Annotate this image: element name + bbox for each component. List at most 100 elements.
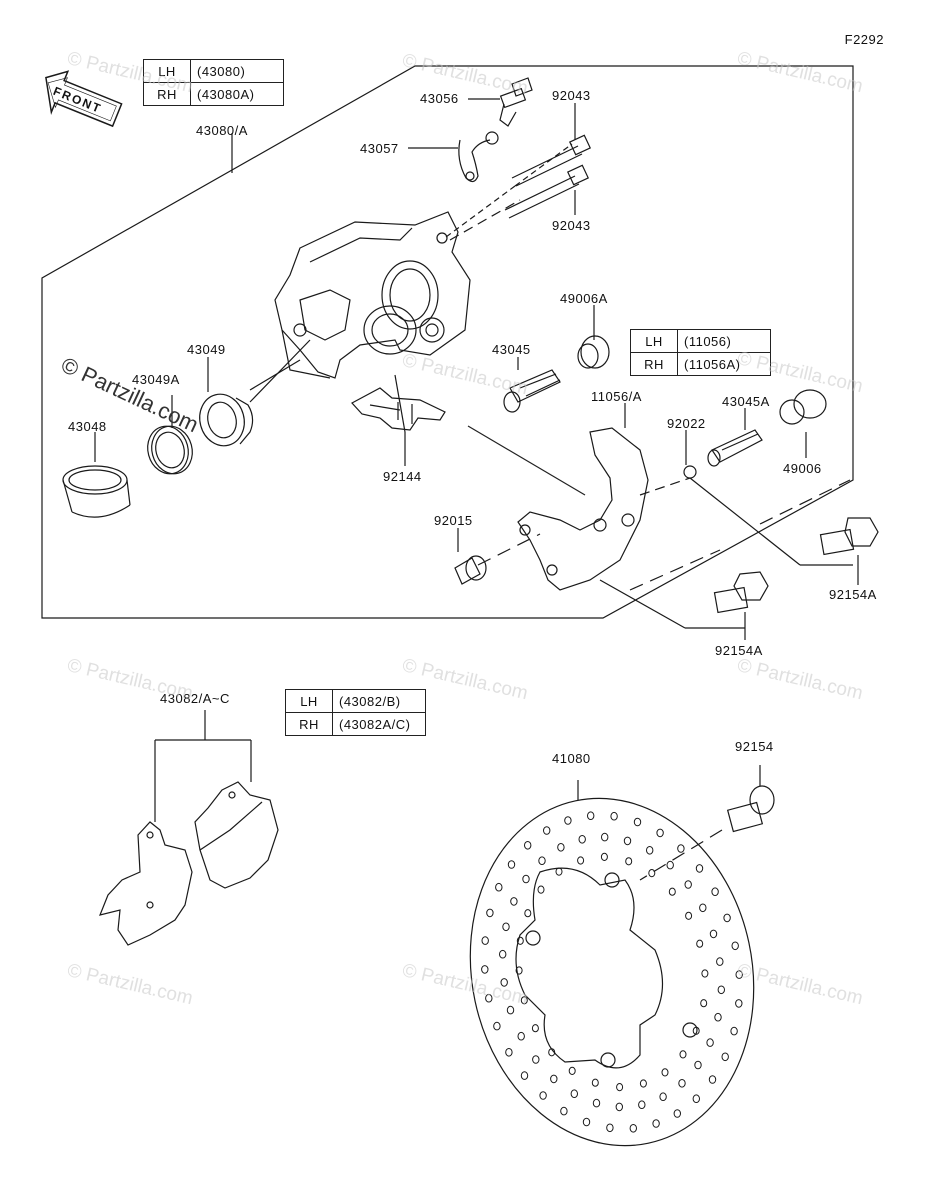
caliper-variant-table: LH(43080) RH(43080A): [143, 59, 284, 106]
disc-vent-hole: [656, 828, 664, 838]
disc-vent-hole: [493, 1021, 501, 1031]
disc-vent-hole: [592, 1098, 601, 1108]
dust-seal-43049a: [147, 425, 193, 475]
part-label-43057[interactable]: 43057: [360, 141, 399, 156]
front-arrow: [45, 70, 123, 128]
disc-vent-hole: [701, 969, 709, 978]
side-rh: RH: [143, 82, 191, 106]
boot-49006a: [577, 335, 610, 369]
disc-vent-hole: [524, 841, 532, 850]
disc-vent-hole: [481, 965, 489, 974]
disc-vent-hole: [505, 1048, 513, 1057]
disc-vent-hole: [499, 949, 507, 959]
disc-vent-hole: [591, 1078, 599, 1087]
brake-pad-rear: [194, 781, 279, 889]
part-label-43048[interactable]: 43048: [68, 419, 107, 434]
bolt-92154a-lower: [713, 571, 769, 614]
disc-vent-hole: [568, 1066, 576, 1076]
disc-vent-hole: [615, 1102, 623, 1112]
disc-vent-hole: [711, 887, 719, 897]
part-label-43045[interactable]: 43045: [492, 342, 531, 357]
part-lh: (43082/B): [332, 689, 426, 713]
disc-vent-hole: [633, 817, 642, 827]
disc-vent-hole: [577, 856, 585, 865]
part-lh: (43080): [190, 59, 284, 83]
disc-vent-hole: [717, 985, 725, 995]
disc-vent-hole: [678, 1079, 686, 1088]
piston-43048: [62, 465, 131, 518]
disc-vent-hole: [731, 941, 739, 951]
disc-vent-hole: [557, 843, 565, 852]
side-lh: LH: [143, 59, 191, 83]
part-label-92154[interactable]: 92154: [735, 739, 774, 754]
disc-vent-hole: [646, 846, 654, 855]
disc-vent-hole: [695, 864, 704, 873]
part-label-92154a-upper[interactable]: 92154A: [829, 587, 877, 602]
disc-vent-hole: [531, 1024, 539, 1033]
disc-vent-hole: [564, 816, 572, 825]
piston-seal-43049: [199, 393, 254, 447]
part-label-43056[interactable]: 43056: [420, 91, 459, 106]
disc-vent-hole: [723, 913, 731, 923]
part-label-43045a[interactable]: 43045A: [722, 394, 770, 409]
part-label-43080[interactable]: 43080/A: [196, 123, 248, 138]
disc-vent-hole: [600, 852, 608, 862]
caliper-pin-92043-top: [511, 134, 592, 187]
disc-vent-hole: [500, 978, 508, 987]
disc-vent-hole: [730, 1026, 738, 1036]
disc-vent-hole: [610, 811, 618, 821]
disc-vent-hole: [700, 999, 708, 1008]
disc-vent-hole: [659, 1092, 667, 1101]
part-label-92043-top[interactable]: 92043: [552, 88, 591, 103]
disc-vent-hole: [520, 1071, 529, 1080]
part-label-43049a[interactable]: 43049A: [132, 372, 180, 387]
disc-vent-hole: [706, 1038, 714, 1047]
disc-vent-hole: [677, 844, 685, 853]
disc-vent-hole: [516, 936, 524, 945]
disc-vent-hole: [668, 887, 676, 896]
side-rh: RH: [630, 352, 678, 376]
caliper-bracket-11056: [517, 427, 649, 591]
bleeder-cap-43057: [458, 131, 499, 183]
bolt-92154a-upper: [819, 517, 879, 556]
disc-vent-hole: [506, 1005, 515, 1015]
disc-vent-hole: [692, 1026, 700, 1035]
disc-vent-hole: [721, 1052, 729, 1062]
part-label-92144[interactable]: 92144: [383, 469, 422, 484]
part-label-41080[interactable]: 41080: [552, 751, 591, 766]
disc-vent-hole: [696, 939, 704, 948]
disc-vent-hole: [684, 880, 692, 889]
disc-vent-hole: [708, 1075, 717, 1084]
caliper-assembly-frame: [41, 65, 854, 619]
pad-variant-table: LH(43082/B) RH(43082A/C): [285, 689, 426, 736]
part-label-43049[interactable]: 43049: [187, 342, 226, 357]
part-label-11056[interactable]: 11056/A: [591, 389, 642, 404]
part-label-92043-bottom[interactable]: 92043: [552, 218, 591, 233]
disc-vent-hole: [507, 860, 516, 869]
part-lh: (11056): [677, 329, 771, 353]
disc-vent-hole: [652, 1119, 660, 1128]
part-label-43082[interactable]: 43082/A~C: [160, 691, 230, 706]
disc-vent-hole: [495, 882, 503, 892]
part-label-92022[interactable]: 92022: [667, 416, 706, 431]
part-label-92015[interactable]: 92015: [434, 513, 473, 528]
disc-vent-hole: [606, 1123, 614, 1133]
disc-vent-hole: [522, 874, 530, 884]
part-label-92154a-lower[interactable]: 92154A: [715, 643, 763, 658]
disc-vent-hole: [560, 1106, 568, 1116]
part-label-49006[interactable]: 49006: [783, 461, 822, 476]
part-label-49006a[interactable]: 49006A: [560, 291, 608, 306]
part-rh: (43082A/C): [332, 712, 426, 736]
disc-vent-hole: [699, 903, 707, 913]
disc-vent-hole: [735, 970, 743, 979]
disc-vent-hole: [679, 1050, 687, 1059]
disc-vent-hole: [543, 826, 551, 835]
part-rh: (43080A): [190, 82, 284, 106]
disc-vent-hole: [587, 811, 595, 821]
slide-pin-43045: [503, 369, 561, 413]
disc-vent-hole: [517, 1031, 525, 1041]
collar-92015: [454, 555, 487, 585]
brake-pad-front: [99, 821, 193, 946]
disc-vent-hole: [638, 1100, 646, 1109]
